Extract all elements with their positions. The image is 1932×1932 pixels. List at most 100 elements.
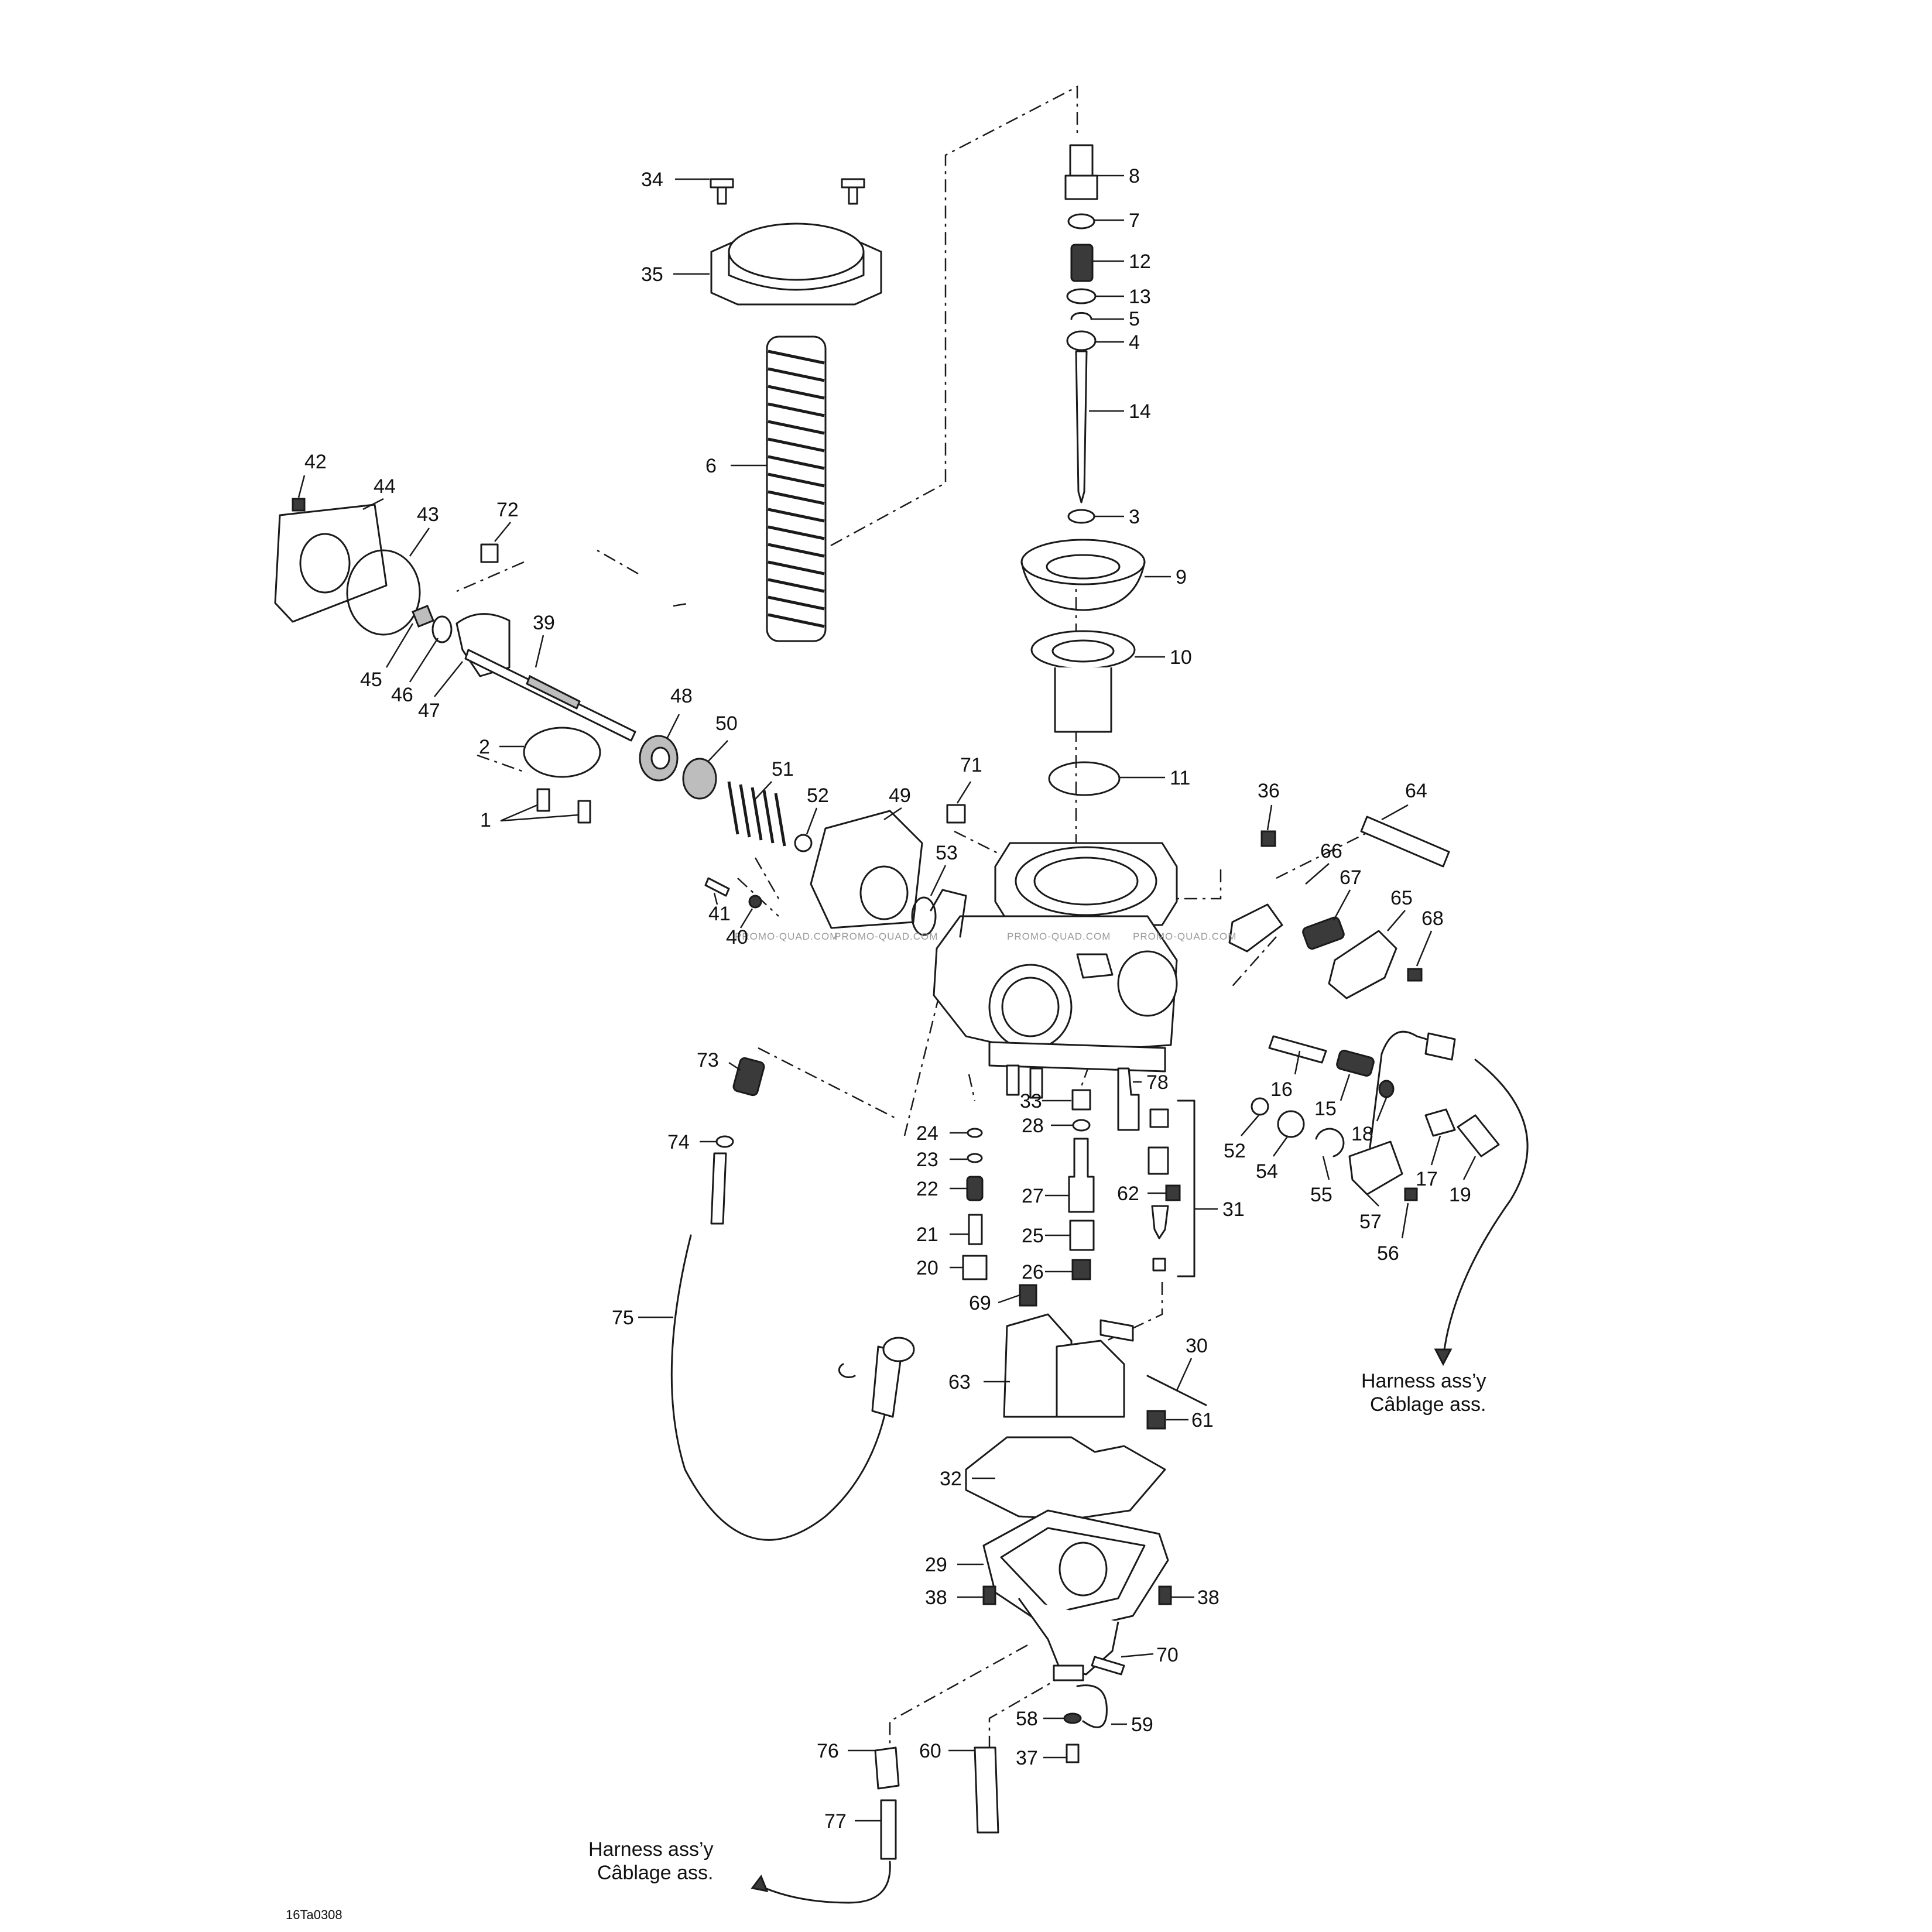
harness-arrow-bottom — [757, 1861, 891, 1904]
callout-number: 44 — [374, 475, 396, 498]
callout-number: 39 — [533, 612, 555, 634]
callout-number: 12 — [1129, 251, 1151, 273]
part-screw-36 — [1260, 830, 1276, 847]
part-screw-42 — [292, 498, 306, 512]
watermark-text: PROMO-QUAD.COM — [735, 931, 838, 942]
part-screw-1b — [577, 800, 591, 824]
callout-number: 47 — [418, 700, 440, 722]
part-float-bowl-29 — [982, 1509, 1169, 1681]
part-screw-21 — [968, 1214, 983, 1245]
callout-number: 51 — [772, 758, 794, 780]
part-spring-67 — [1302, 916, 1345, 950]
part-screw-34b — [841, 178, 865, 205]
part-spring-73 — [732, 1057, 765, 1097]
part-spring-15 — [1336, 1050, 1375, 1077]
harness-label-bottom: Harness ass’y Câblage ass. — [588, 1838, 714, 1884]
callout-number: 49 — [889, 785, 911, 807]
watermark-text: PROMO-QUAD.COM — [834, 931, 938, 942]
callout-number: 30 — [1186, 1335, 1208, 1357]
callout-number: 18 — [1351, 1123, 1373, 1145]
callout-number: 40 — [726, 926, 748, 948]
harness-label-line1: Harness ass’y — [588, 1838, 714, 1861]
callout-number: 63 — [948, 1371, 971, 1393]
part-o-ring-18 — [1378, 1080, 1395, 1098]
part-throttle-plate-2 — [523, 727, 601, 778]
part-screw-61 — [1146, 1410, 1166, 1430]
callout-number: 69 — [969, 1292, 991, 1314]
part-washer-40 — [748, 895, 762, 909]
callout-number: 33 — [1020, 1090, 1042, 1112]
callout-number: 5 — [1129, 308, 1140, 330]
callout-number: 3 — [1129, 506, 1140, 528]
callout-number: 71 — [960, 754, 982, 776]
part-screw-41 — [704, 877, 730, 897]
part-spring-51 — [727, 781, 786, 847]
part-clip-31c — [1152, 1258, 1166, 1272]
callout-number: 68 — [1421, 907, 1444, 930]
part-float-63 — [1003, 1313, 1134, 1418]
part-o-ring-74 — [715, 1135, 734, 1148]
part-ring-4 — [1066, 330, 1097, 351]
callout-number: 9 — [1176, 566, 1187, 588]
callout-number: 41 — [708, 903, 731, 925]
callout-number: 42 — [304, 451, 327, 473]
callout-number: 53 — [936, 842, 958, 864]
callout-number: 76 — [817, 1740, 839, 1762]
part-washer-46 — [431, 615, 453, 643]
part-nozzle-69 — [1019, 1284, 1037, 1307]
part-clip-cable — [838, 1363, 856, 1378]
callout-number: 48 — [670, 685, 693, 707]
callout-number: 60 — [919, 1740, 941, 1762]
callout-number: 7 — [1129, 210, 1140, 232]
callout-number: 52 — [1224, 1140, 1246, 1162]
part-clip-55 — [1315, 1128, 1345, 1157]
part-screw-62 — [1165, 1184, 1181, 1201]
callout-number: 64 — [1405, 780, 1427, 802]
part-cover-65 — [1328, 930, 1397, 999]
callout-number: 35 — [641, 263, 663, 286]
part-screw-38b — [1158, 1585, 1172, 1605]
part-screw-37 — [1066, 1743, 1080, 1763]
watermark-text: PROMO-QUAD.COM — [1007, 931, 1111, 942]
part-sensor-78 — [1117, 1067, 1140, 1131]
callout-number: 23 — [916, 1149, 938, 1171]
part-ring-7 — [1067, 213, 1095, 229]
part-screw-38a — [982, 1585, 996, 1605]
part-washer-13 — [1066, 288, 1097, 304]
callout-number: 14 — [1129, 400, 1151, 423]
watermark-text: PROMO-QUAD.COM — [1133, 931, 1236, 942]
part-gasket-66 — [1228, 903, 1283, 953]
callout-number: 67 — [1340, 866, 1362, 889]
callout-number: 21 — [916, 1224, 938, 1246]
part-hose-64 — [1360, 816, 1450, 868]
callout-number: 74 — [667, 1131, 690, 1153]
callout-number: 57 — [1359, 1211, 1382, 1233]
part-connector-77 — [880, 1799, 897, 1860]
callout-number: 32 — [940, 1468, 962, 1490]
part-cap-19 — [1457, 1114, 1500, 1157]
callout-number: 11 — [1170, 767, 1190, 789]
part-o-ring-11 — [1048, 761, 1121, 796]
callout-number: 17 — [1416, 1168, 1438, 1190]
callout-number: 55 — [1310, 1184, 1332, 1206]
callout-number: 15 — [1314, 1098, 1337, 1120]
part-nut-72 — [480, 543, 499, 563]
callout-number: 13 — [1129, 286, 1151, 308]
callout-number: 62 — [1117, 1183, 1139, 1205]
callout-number: 4 — [1129, 331, 1140, 354]
part-washer-50 — [682, 758, 717, 800]
callout-number: 24 — [916, 1122, 938, 1145]
leader-lines — [297, 174, 1477, 1822]
callout-number: 58 — [1016, 1708, 1038, 1730]
callout-number: 50 — [715, 712, 738, 735]
callout-number: 56 — [1377, 1242, 1399, 1265]
callout-number: 22 — [916, 1178, 938, 1200]
part-throttle-cable-75 — [670, 1152, 915, 1541]
part-valve-31b — [1147, 1146, 1169, 1175]
callout-number: 43 — [417, 503, 439, 526]
callout-number: 59 — [1131, 1714, 1153, 1736]
watermarks: PROMO-QUAD.COM PROMO-QUAD.COM PROMO-QUAD… — [735, 931, 1236, 942]
part-cap-8 — [1064, 144, 1098, 200]
callout-number: 73 — [697, 1049, 719, 1071]
